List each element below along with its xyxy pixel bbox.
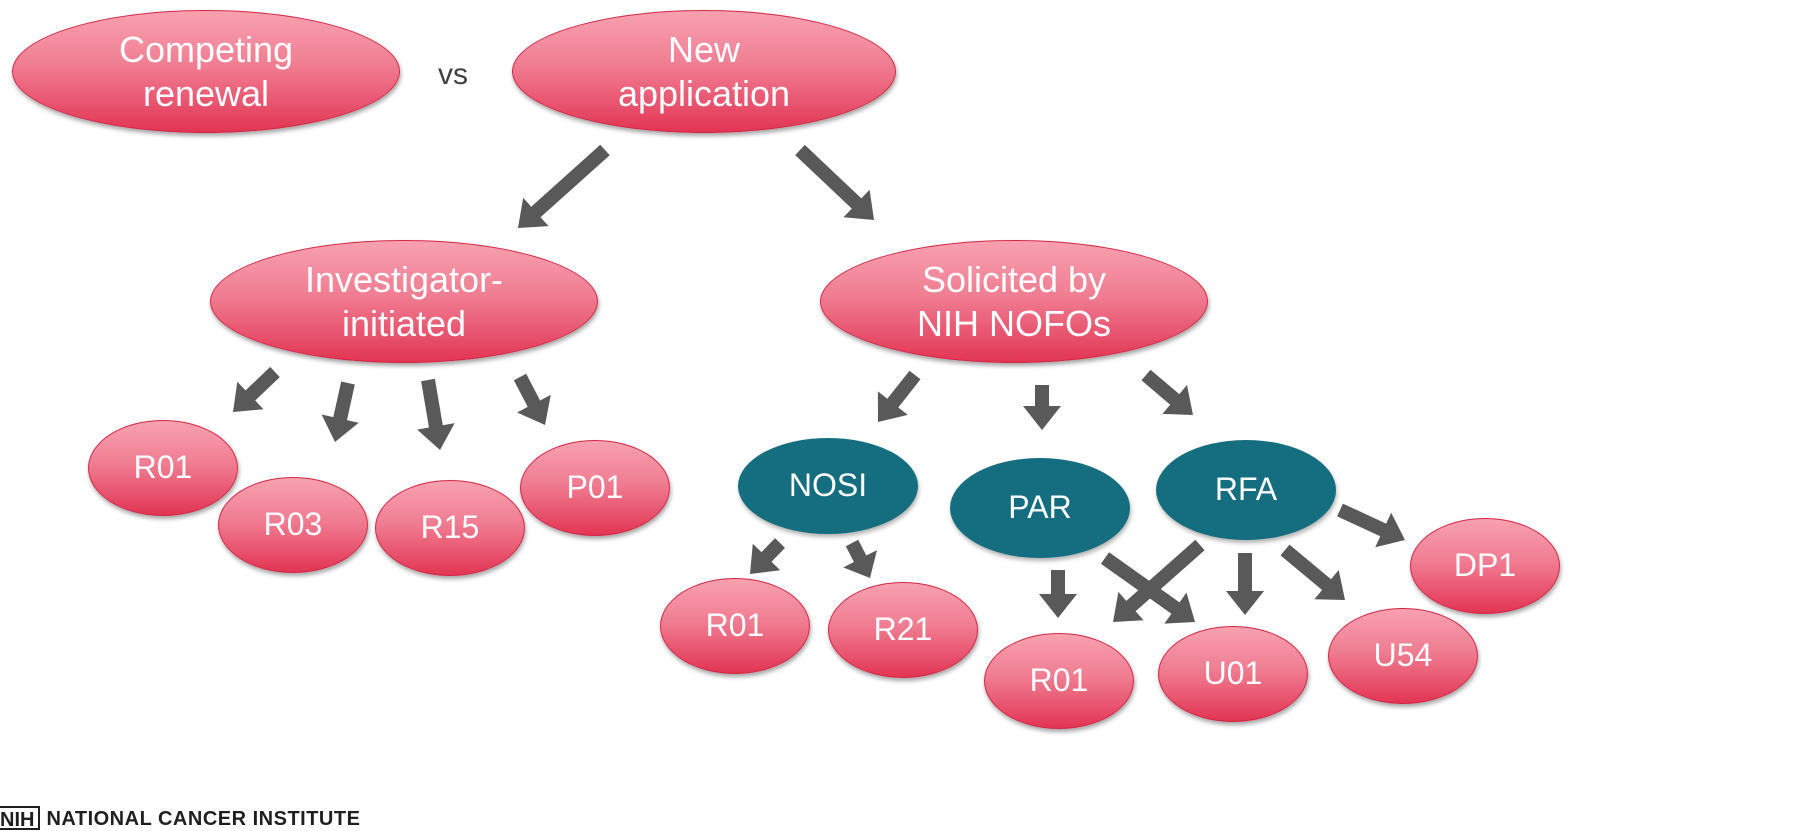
node-inv-r15: R15 — [375, 480, 525, 576]
node-par: PAR — [950, 458, 1130, 558]
node-inv-r03: R03 — [218, 477, 368, 573]
arrow-par-to-r01 — [1039, 570, 1077, 618]
arrow-rfa-to-dp1 — [1337, 503, 1405, 548]
vs-label: vs — [438, 58, 468, 91]
arrow-solicited-to-nosi — [877, 370, 921, 422]
node-inv-r01: R01 — [88, 420, 238, 516]
node-competing-renewal: Competing renewal — [12, 10, 400, 133]
arrow-investigator-to-r15 — [417, 378, 455, 450]
arrow-rfa-to-r01 — [1113, 539, 1205, 622]
node-inv-p01: P01 — [520, 440, 670, 536]
node-sol-r01: R01 — [984, 633, 1134, 729]
node-new-application: New application — [512, 10, 896, 133]
org-name: NATIONAL CANCER INSTITUTE — [46, 808, 361, 830]
arrow-solicited-to-par — [1023, 385, 1061, 430]
arrow-rfa-to-u54 — [1280, 544, 1345, 600]
arrow-new-to-solicited — [795, 144, 874, 220]
arrow-investigator-to-r01 — [233, 366, 280, 412]
arrow-nosi-to-r21 — [843, 539, 877, 578]
arrow-solicited-to-rfa — [1141, 369, 1193, 415]
node-investigator-initiated: Investigator- initiated — [210, 240, 598, 363]
node-sol-u54: U54 — [1328, 608, 1478, 704]
arrow-investigator-to-p01 — [513, 373, 551, 425]
node-rfa: RFA — [1156, 440, 1336, 540]
arrow-investigator-to-r03 — [321, 381, 359, 442]
node-solicited-by-nih-nofos: Solicited by NIH NOFOs — [820, 240, 1208, 363]
node-sol-u01: U01 — [1158, 626, 1308, 722]
nih-logo-box: NIH — [0, 806, 41, 831]
arrow-nosi-to-r01 — [750, 538, 785, 574]
nci-logo: NIH NATIONAL CANCER INSTITUTE — [0, 806, 360, 831]
arrow-new-to-investigator — [518, 144, 610, 228]
node-sol-dp1: DP1 — [1410, 518, 1560, 614]
node-nosi: NOSI — [738, 438, 918, 534]
node-nosi-r21: R21 — [828, 582, 978, 678]
node-nosi-r01: R01 — [660, 578, 810, 674]
arrow-rfa-to-u01 — [1226, 553, 1264, 615]
